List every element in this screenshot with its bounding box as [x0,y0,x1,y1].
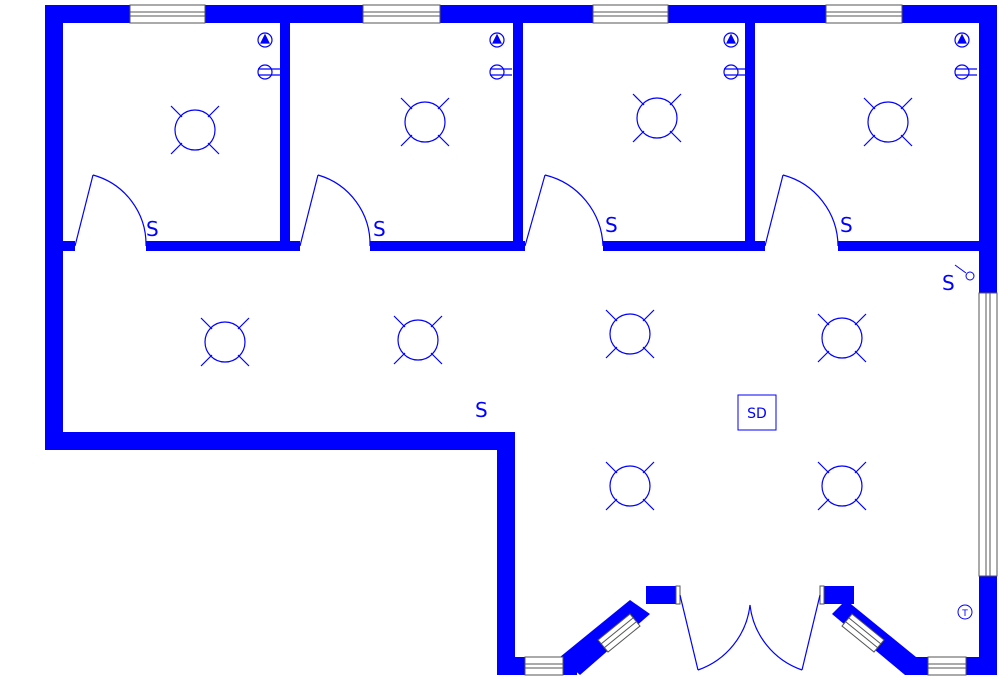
ceiling-light-icon [817,313,867,363]
duplex-outlet-icon [954,64,977,80]
switches: S S S S S S [146,213,975,422]
light-switch-icon: S [605,213,618,237]
door-swing-icon [764,174,839,247]
phone-jack-icon [489,32,505,48]
door-swing-icon [299,174,371,247]
thermostat-icon: T [957,604,973,620]
window-icon [524,656,564,676]
smoke-detector-label: SD [747,406,767,422]
light-switch-icon: S [840,213,853,237]
window-icon [927,656,967,676]
light-switch-icon: S [146,217,159,241]
door-swing-icon [679,594,751,671]
window-icon [978,292,998,577]
windows [129,4,998,676]
window-icon [362,4,441,24]
light-switch-icon: S [475,398,488,422]
ceiling-light-icon [863,97,913,147]
duplex-outlet-icon [489,64,512,80]
phone-jack-icon [257,32,273,48]
interior-walls [63,5,979,251]
phone-jack-icon [954,32,970,48]
phone-jack-icon [723,32,739,48]
doors [74,174,839,671]
door-swing-icon [524,174,604,247]
ceiling-light-icon [605,309,655,359]
duplex-outlet-icon [723,64,746,80]
light-switch-icon: S [373,217,386,241]
ceiling-light-icon [605,461,655,511]
door-swing-icon [74,174,147,247]
wall-devices [257,32,977,80]
thermostat-label: T [961,609,968,619]
window-icon [841,613,885,653]
ceiling-light-icon [632,93,682,143]
light-switch-icon: S [942,271,955,295]
window-icon [129,4,206,24]
ceiling-lights [170,93,913,511]
switch-pull-icon [954,264,975,281]
door-swing-icon [749,594,821,671]
window-icon [592,4,669,24]
window-icon [825,4,903,24]
ceiling-light-icon [400,97,450,147]
ceiling-light-icon [200,317,250,367]
ceiling-light-icon [817,461,867,511]
smoke-detector-icon: SD [737,394,777,431]
duplex-outlet-icon [257,64,280,80]
window-icon [597,613,641,653]
ceiling-light-icon [170,105,220,155]
ceiling-light-icon [393,315,443,365]
